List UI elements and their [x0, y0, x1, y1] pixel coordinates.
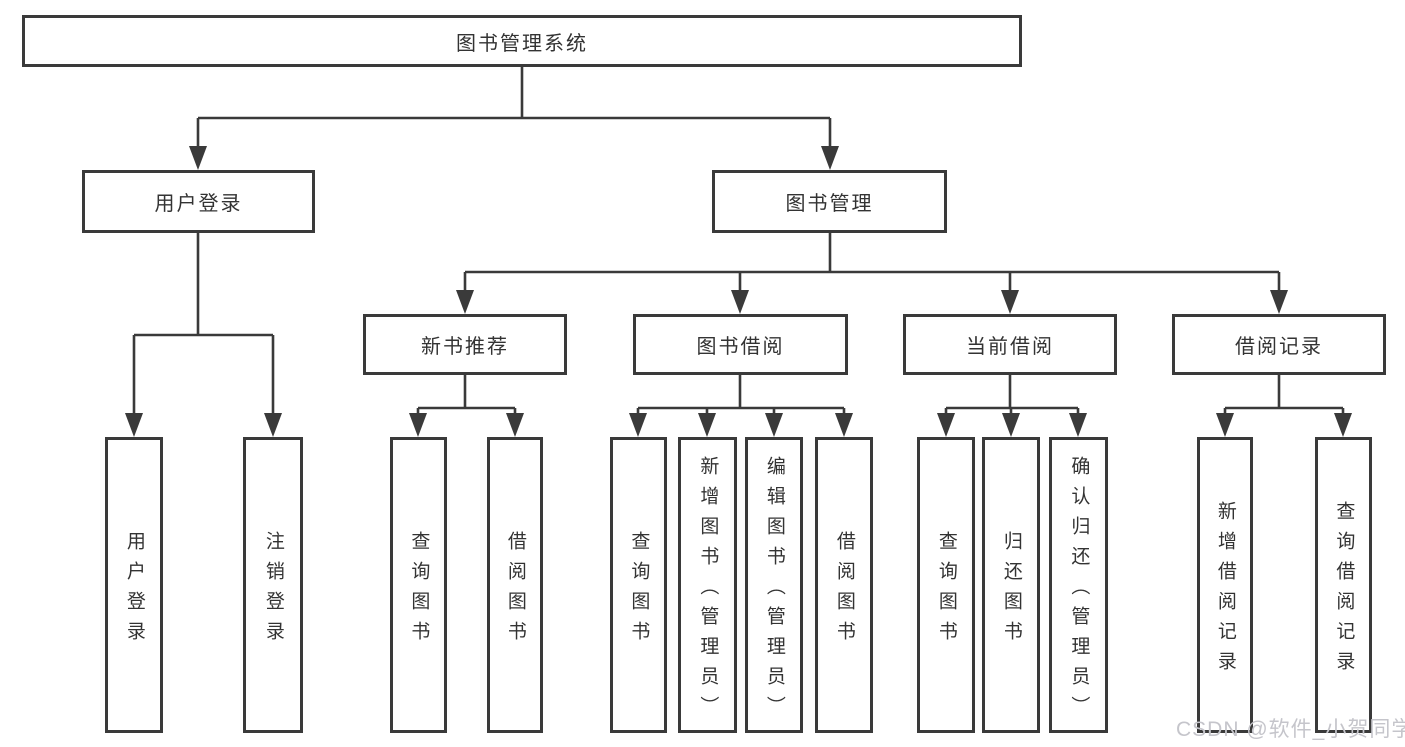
leaf-bb-borrow-book: 借阅图书 — [815, 437, 873, 733]
leaf-bb-edit-book-admin: 编辑图书（管理员） — [745, 437, 803, 733]
node-new-book-recommend-label: 新书推荐 — [421, 336, 509, 358]
leaf-cb-return-book: 归还图书 — [982, 437, 1040, 733]
leaf-user-login: 用户登录 — [105, 437, 163, 733]
leaf-nbr-borrow-book: 借阅图书 — [487, 437, 543, 733]
leaf-cb-confirm-return-admin-label: 确认归还（管理员） — [1068, 455, 1090, 726]
leaf-bb-query-book: 查询图书 — [610, 437, 667, 733]
leaf-br-query-record: 查询借阅记录 — [1315, 437, 1372, 733]
node-user-login: 用户登录 — [82, 170, 315, 233]
leaf-logout: 注销登录 — [243, 437, 303, 733]
leaf-br-add-record: 新增借阅记录 — [1197, 437, 1253, 733]
watermark: CSDN @软件_小贺同学 — [1176, 718, 1405, 741]
leaf-nbr-query-book-label: 查询图书 — [408, 530, 430, 651]
node-book-management-label: 图书管理 — [785, 193, 874, 215]
leaf-bb-borrow-book-label: 借阅图书 — [833, 530, 855, 651]
node-root: 图书管理系统 — [22, 15, 1022, 67]
node-borrow-records: 借阅记录 — [1172, 314, 1386, 375]
leaf-cb-query-book: 查询图书 — [917, 437, 975, 733]
leaf-bb-add-book-admin: 新增图书（管理员） — [678, 437, 737, 733]
node-user-login-label: 用户登录 — [154, 193, 243, 215]
node-new-book-recommend: 新书推荐 — [363, 314, 567, 375]
node-book-borrow: 图书借阅 — [633, 314, 848, 375]
node-book-borrow-label: 图书借阅 — [696, 336, 785, 358]
tree-elbow-lines — [134, 67, 1343, 410]
leaf-bb-edit-book-admin-label: 编辑图书（管理员） — [763, 455, 785, 726]
leaf-cb-return-book-label: 归还图书 — [1000, 530, 1022, 651]
leaf-br-add-record-label: 新增借阅记录 — [1214, 500, 1236, 681]
node-book-management: 图书管理 — [712, 170, 947, 233]
leaf-user-login-label: 用户登录 — [123, 530, 145, 651]
leaf-br-query-record-label: 查询借阅记录 — [1333, 500, 1355, 681]
node-borrow-records-label: 借阅记录 — [1235, 336, 1323, 358]
node-current-borrow-label: 当前借阅 — [966, 336, 1054, 358]
leaf-nbr-borrow-book-label: 借阅图书 — [504, 530, 526, 651]
leaf-bb-query-book-label: 查询图书 — [628, 530, 650, 651]
leaf-nbr-query-book: 查询图书 — [390, 437, 447, 733]
leaf-logout-label: 注销登录 — [262, 530, 284, 651]
leaf-bb-add-book-admin-label: 新增图书（管理员） — [697, 455, 719, 726]
leaf-cb-query-book-label: 查询图书 — [935, 530, 957, 651]
leaf-cb-confirm-return-admin: 确认归还（管理员） — [1049, 437, 1108, 733]
node-root-label: 图书管理系统 — [456, 32, 588, 55]
node-current-borrow: 当前借阅 — [903, 314, 1117, 375]
